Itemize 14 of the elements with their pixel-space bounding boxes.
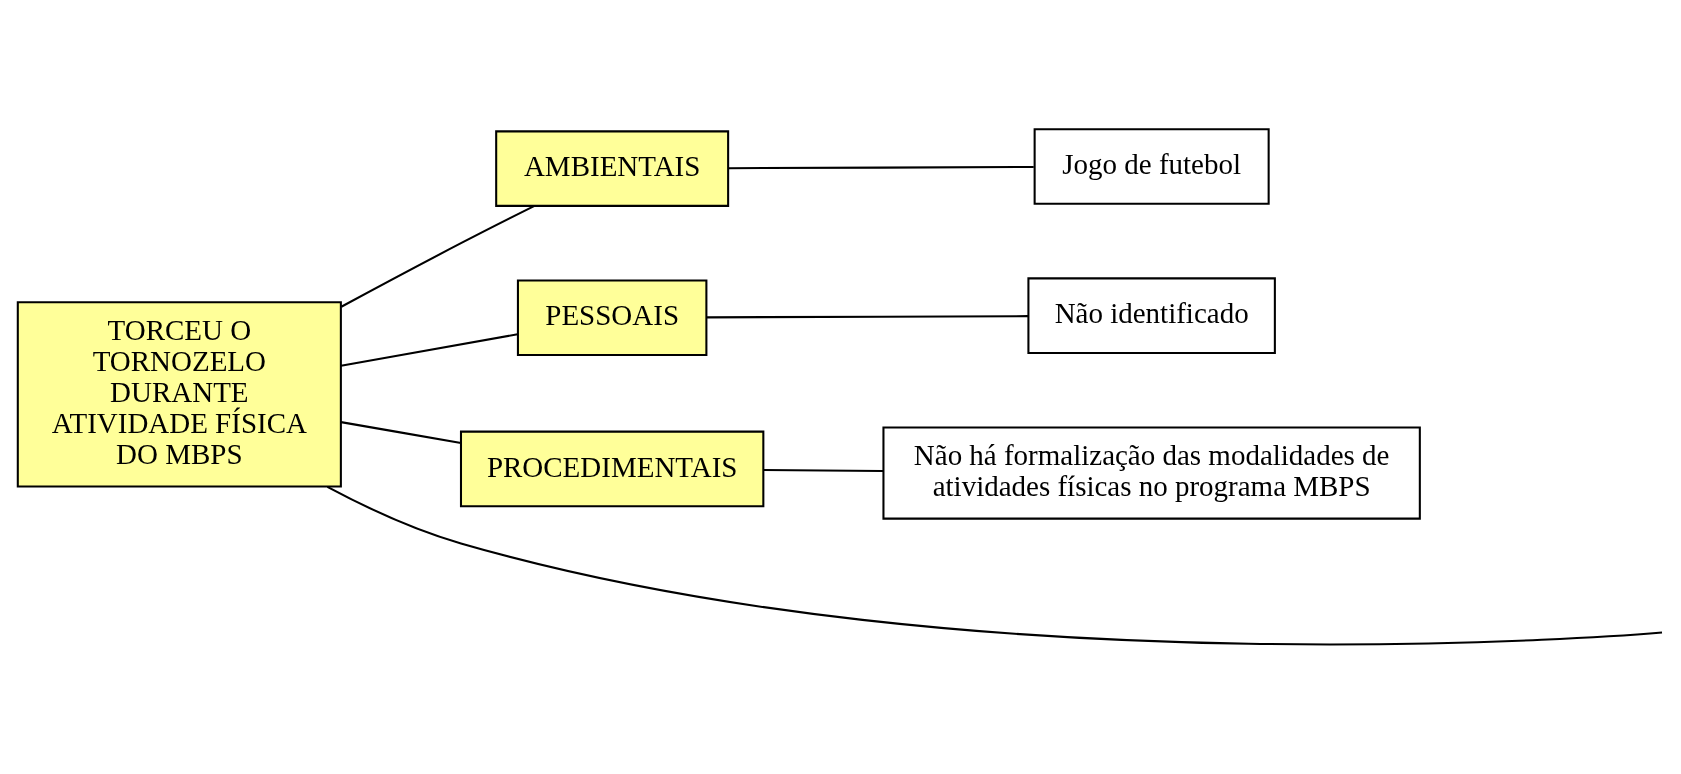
- connector: [727, 165, 1034, 169]
- connector: [340, 420, 461, 444]
- node-box: Jogo de futebol: [1033, 127, 1270, 205]
- node-box: Não há formalização das modalidades de atividades físicas no programa MBPS: [881, 425, 1421, 520]
- connector: [762, 468, 883, 472]
- node-box: PROCEDIMENTAIS: [459, 430, 764, 507]
- node-box: TORCEU O TORNOZELO DURANTE ATIVIDADE FÍSICA DO MBPS: [16, 300, 342, 488]
- node-box: Não identificado: [1026, 276, 1276, 354]
- connector: [340, 332, 518, 367]
- connector: [326, 485, 1662, 645]
- node-box: AMBIENTAIS: [494, 129, 729, 207]
- connector: [706, 314, 1028, 318]
- node-box: PESSOAIS: [516, 278, 707, 356]
- connector: [340, 204, 534, 308]
